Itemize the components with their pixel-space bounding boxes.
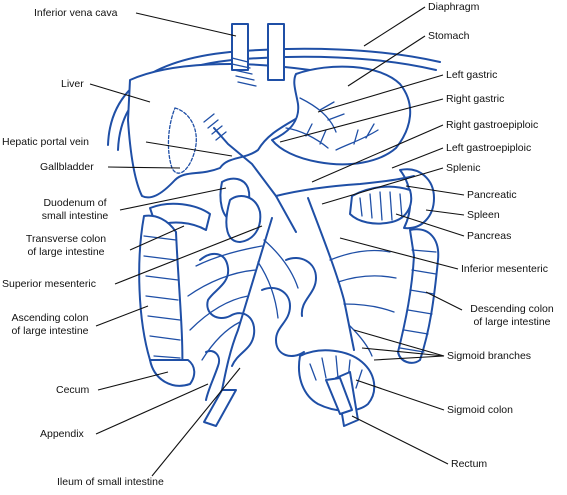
descending-colon-haustra (399, 249, 437, 353)
ascending-colon-haustra (143, 235, 181, 359)
label-left-gastric: Left gastric (446, 69, 498, 81)
label-spleen: Spleen (467, 209, 500, 221)
leader-hepatic-portal-vein (145, 141, 233, 157)
label-duodenum-line2: small intestine (41, 209, 109, 222)
label-gallbladder: Gallbladder (40, 161, 94, 173)
leader-left-gastroepiploic (391, 147, 444, 169)
label-ileum: Ileum of small intestine (57, 476, 164, 488)
label-hepatic-portal-vein: Hepatic portal vein (2, 136, 89, 148)
hepatic-portal-vein-trunk (213, 127, 297, 233)
label-splenic: Splenic (446, 162, 481, 174)
iliac-vessel-left (203, 389, 237, 427)
leader-left-gastric (317, 74, 444, 113)
label-descending-colon-line2: of large intestine (473, 315, 551, 328)
label-liver: Liver (61, 78, 84, 90)
appendix-shape (205, 350, 220, 401)
leader-sigmoid-branches-a (353, 329, 445, 357)
leader-inferior-vena-cava (135, 12, 237, 37)
inferior-mesenteric-branches (329, 249, 397, 357)
iliac-vessel-right (325, 377, 353, 415)
leader-stomach (347, 35, 426, 87)
label-stomach: Stomach (428, 30, 470, 42)
sigmoid-colon-haustra (309, 355, 363, 389)
label-pancreas: Pancreas (467, 230, 512, 242)
leader-appendix (95, 383, 209, 435)
label-ascending-colon: Ascending colon of large intestine (0, 312, 100, 337)
ivc-hatch (231, 57, 257, 87)
label-inferior-mesenteric: Inferior mesenteric (461, 263, 548, 275)
gallbladder-shape (167, 107, 197, 174)
label-inferior-vena-cava: Inferior vena cava (34, 7, 118, 19)
leader-diaphragm (363, 6, 426, 47)
splenic-vein (275, 175, 415, 197)
diaphragm-outline (107, 47, 441, 146)
inferior-vena-cava-shape (231, 23, 249, 71)
label-appendix: Appendix (40, 428, 84, 440)
pancreas-lobules (359, 191, 403, 221)
superior-mesenteric-branches (187, 239, 299, 361)
label-ascending-colon-line2: of large intestine (11, 324, 89, 337)
inferior-mesenteric-vein (307, 197, 355, 351)
superior-mesenteric-vein (221, 217, 273, 391)
leader-pancreas (395, 213, 465, 237)
leader-splenic (321, 167, 444, 205)
leader-transverse-colon (129, 225, 185, 251)
label-transverse-colon-line2: of large intestine (27, 245, 105, 258)
leader-ascending-colon (95, 305, 149, 327)
leader-duodenum (119, 187, 227, 211)
leader-inferior-mesenteric (339, 237, 459, 270)
label-superior-mesenteric: Superior mesenteric (2, 278, 96, 290)
cecum-shape (149, 359, 196, 387)
label-descending-colon: Descending colon of large intestine (459, 303, 565, 328)
label-left-gastroepiploic: Left gastroepiploic (446, 142, 532, 154)
leader-sigmoid-branches-c (373, 355, 445, 361)
leader-sigmoid-branches-b (361, 347, 445, 357)
label-descending-colon-line1: Descending colon (470, 303, 554, 315)
label-rectum: Rectum (451, 458, 488, 470)
duodenum-loop (225, 195, 262, 243)
leader-sigmoid-colon (355, 379, 445, 411)
leader-pancreatic (405, 185, 465, 196)
leader-right-gastroepiploic (311, 124, 444, 183)
leader-superior-mesenteric (114, 225, 263, 285)
leader-cecum (97, 371, 169, 391)
label-transverse-colon-line1: Transverse colon (25, 233, 107, 245)
leader-rectum (351, 415, 449, 465)
leader-right-gastric (279, 98, 444, 143)
label-cecum: Cecum (56, 384, 90, 396)
leader-liver (89, 83, 151, 103)
aorta-shape (267, 23, 285, 81)
leader-descending-colon (425, 291, 463, 311)
label-duodenum: Duodenum of small intestine (28, 197, 122, 222)
label-diaphragm: Diaphragm (428, 1, 480, 13)
hepatic-portal-vein-hatch (203, 113, 227, 141)
label-sigmoid-branches: Sigmoid branches (447, 350, 532, 362)
label-pancreatic: Pancreatic (467, 189, 517, 201)
leader-ileum (151, 367, 241, 477)
small-intestine-coils (199, 252, 317, 367)
label-right-gastric: Right gastric (446, 93, 505, 105)
descending-colon-shape (397, 228, 440, 364)
label-transverse-colon: Transverse colon of large intestine (2, 233, 130, 258)
liver-shape (127, 63, 327, 199)
label-ascending-colon-line1: Ascending colon (11, 312, 89, 324)
label-right-gastroepiploic: Right gastroepiploic (446, 119, 539, 131)
label-duodenum-line1: Duodenum of (43, 197, 107, 209)
leader-spleen (425, 209, 465, 216)
label-sigmoid-colon: Sigmoid colon (447, 404, 513, 416)
leader-gallbladder (107, 166, 181, 169)
